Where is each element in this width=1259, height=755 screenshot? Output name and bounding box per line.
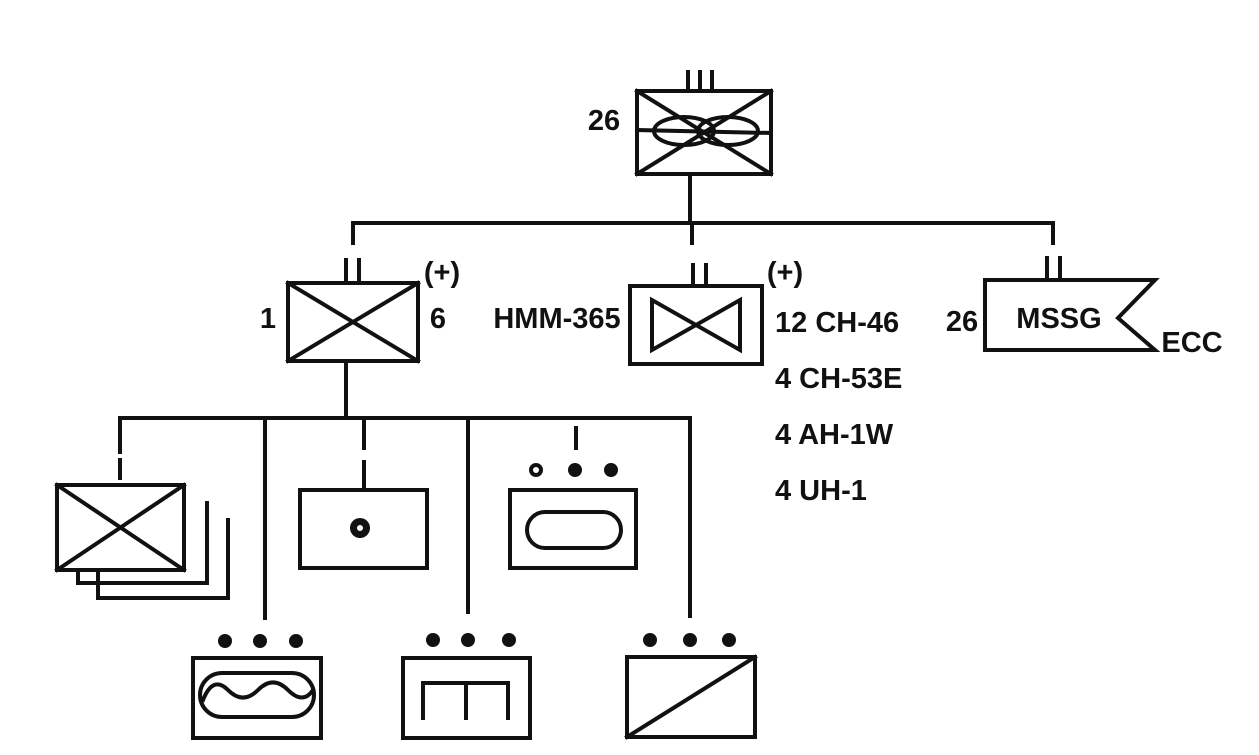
mssg-name: MSSG xyxy=(1016,303,1101,335)
aircraft-item: 4 AH-1W xyxy=(775,419,894,451)
mssg-number: 26 xyxy=(946,306,978,338)
infantry-battalion-node: 1 6 (+) xyxy=(260,257,460,364)
infantry-left-label: 1 xyxy=(260,303,276,335)
artillery-icon xyxy=(298,488,429,570)
aircraft-item: 4 CH-53E xyxy=(775,363,902,395)
aircraft-item: 12 CH-46 xyxy=(775,307,899,339)
aviation-reinforced-label: (+) xyxy=(767,257,803,289)
reconnaissance-icon xyxy=(191,634,323,740)
aircraft-item: 4 UH-1 xyxy=(775,475,867,507)
engineer-platoon-icon xyxy=(401,633,532,740)
aviation-designation: HMM-365 xyxy=(493,303,620,335)
armor-platoon-icon xyxy=(508,463,638,570)
mssg-suffix: ECC xyxy=(1161,327,1222,359)
infantry-right-label: 6 xyxy=(430,303,446,335)
mssg-node: MSSG 26 ECC xyxy=(946,256,1223,359)
amphibious-assault-platoon-icon xyxy=(624,633,758,740)
hq-number: 26 xyxy=(588,105,620,137)
aviation-squadron-node: HMM-365 (+) 12 CH-46 4 CH-53E 4 AH-1W 4 … xyxy=(493,257,902,507)
infantry-companies-icon xyxy=(54,482,230,600)
infantry-reinforced-label: (+) xyxy=(424,257,460,289)
hq-node: 26 xyxy=(588,70,774,177)
